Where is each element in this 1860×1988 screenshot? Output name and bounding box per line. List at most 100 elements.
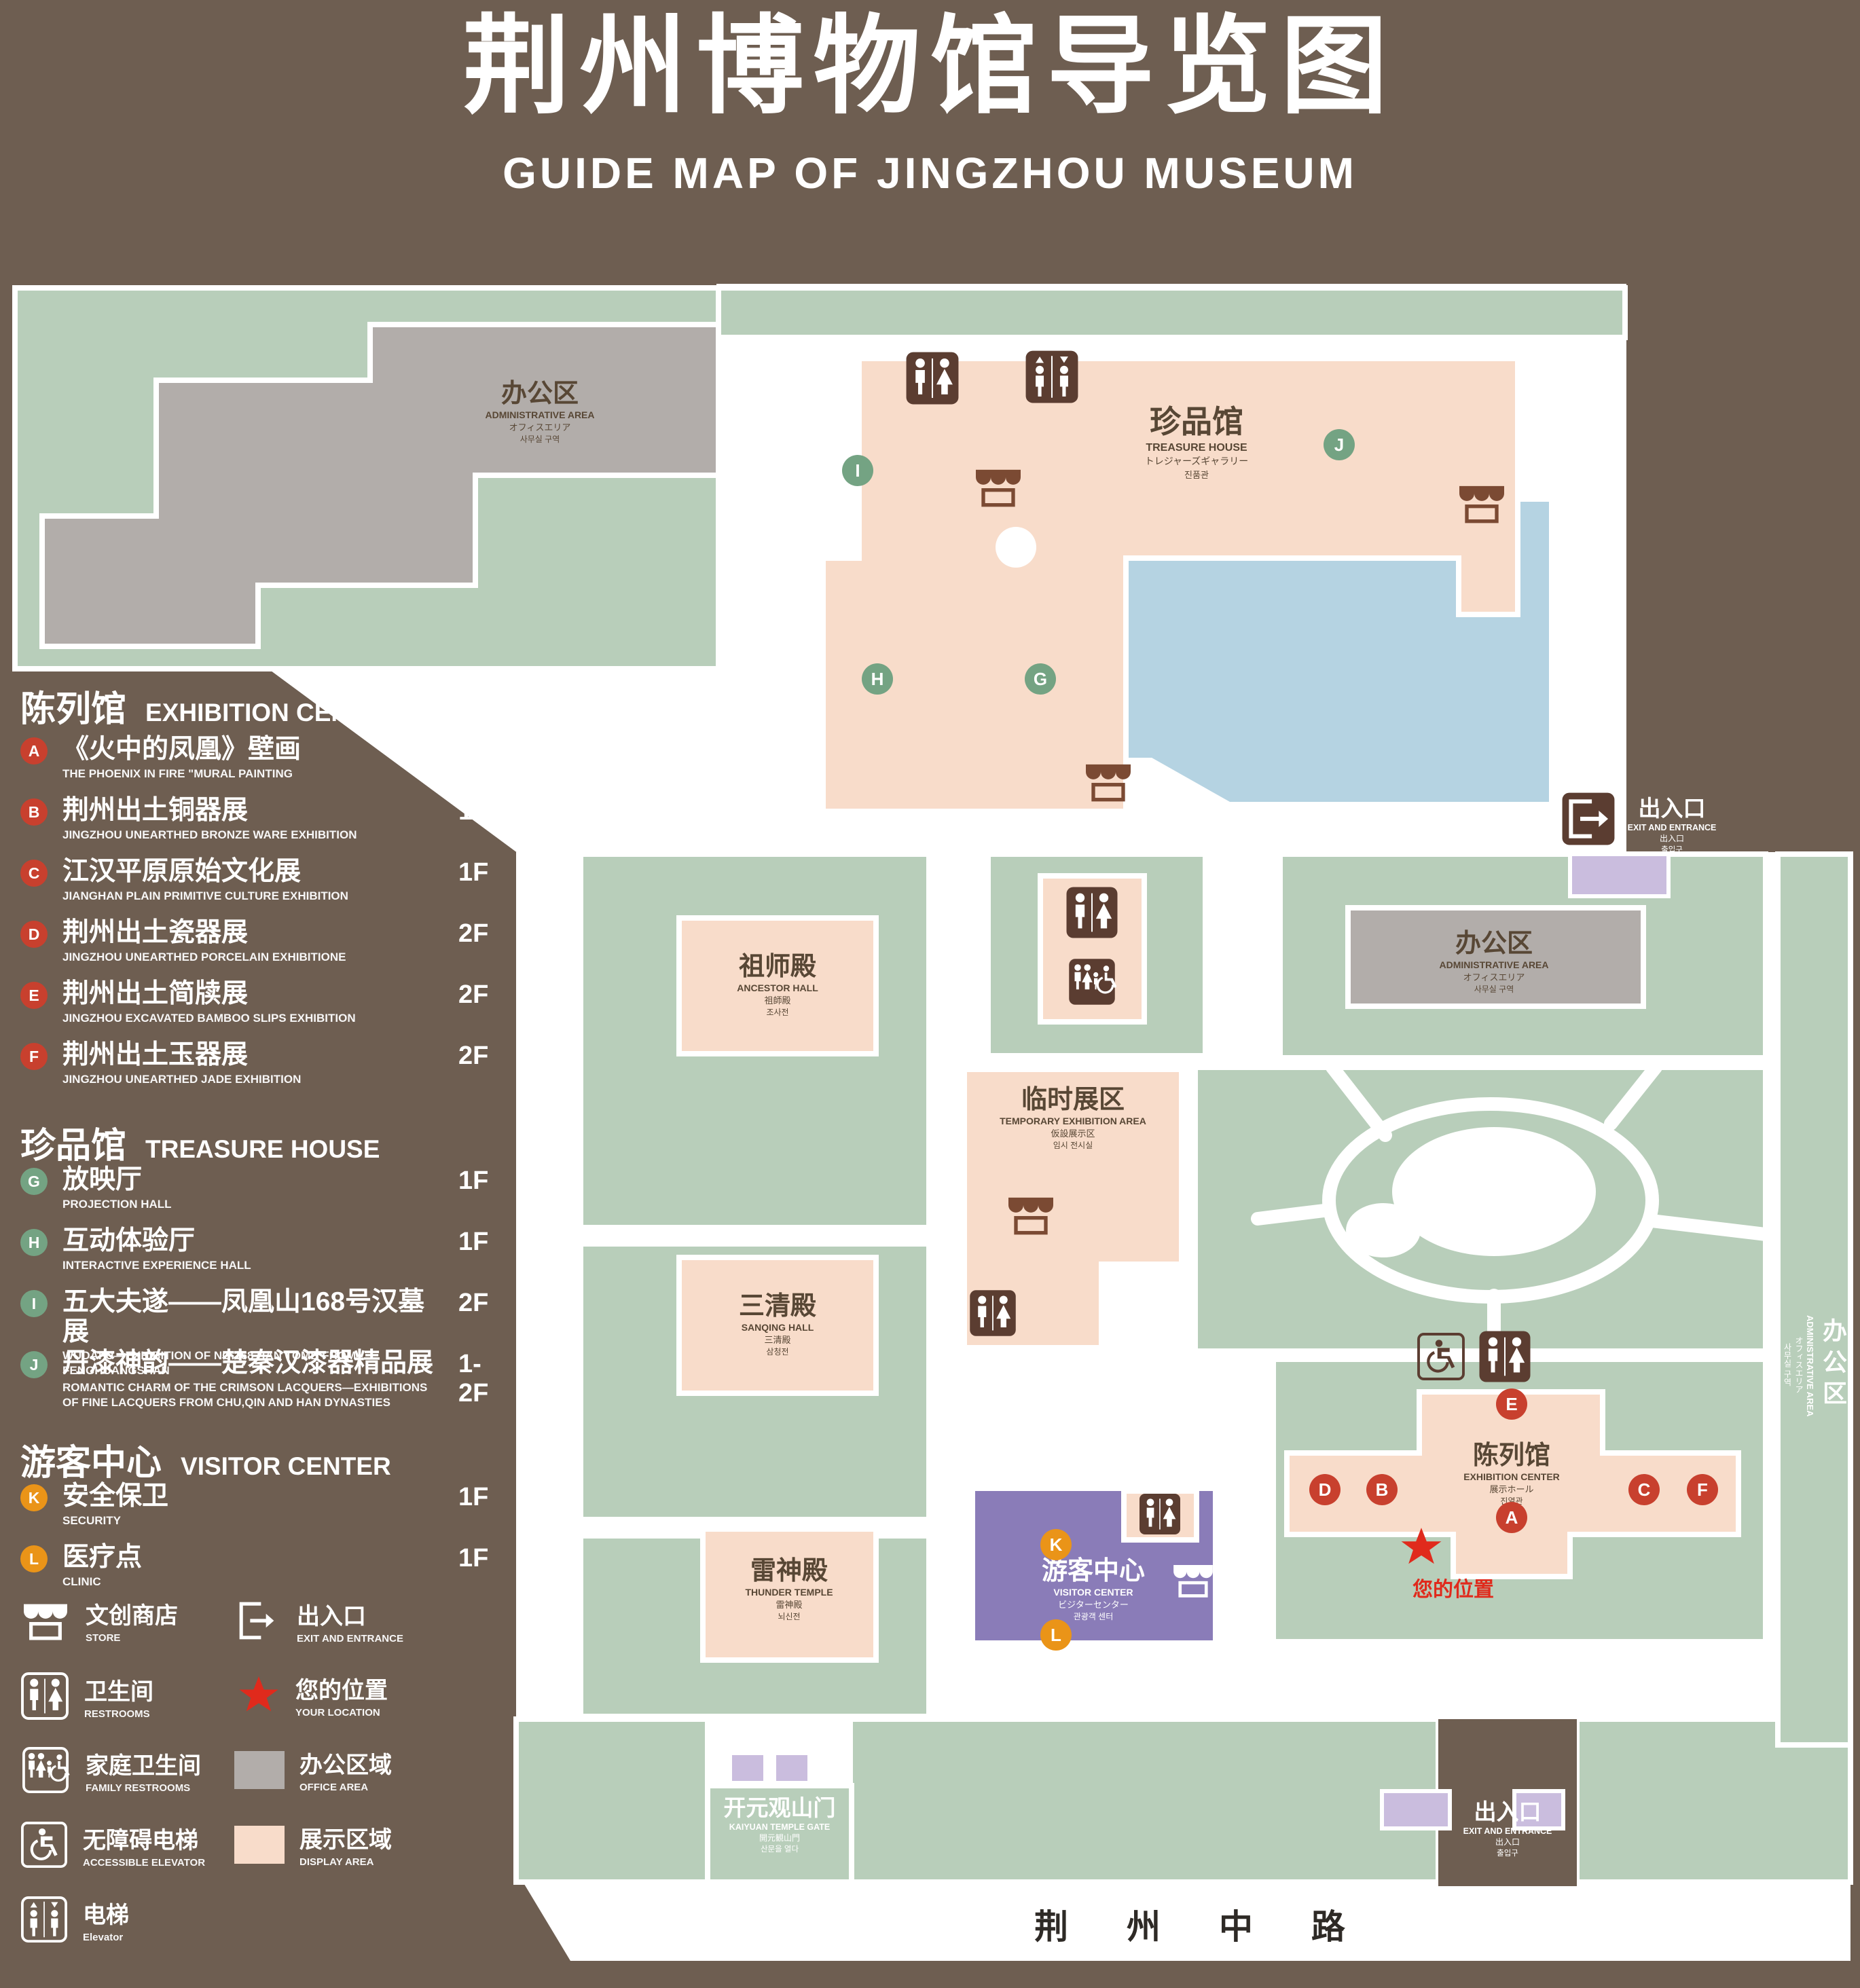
family-restroom-icon <box>20 1746 71 1794</box>
marker-badge-G: G <box>20 1168 48 1195</box>
legend-symbol-display-area: 展示区域 DISPLAY AREA <box>234 1821 392 1868</box>
store-icon <box>1456 481 1508 526</box>
gate-block-east-exit <box>1568 852 1671 898</box>
label-visitor-center: 游客中心 VISITOR CENTER ビジターセンター 관광객 센터 <box>1041 1557 1146 1621</box>
path-northwest <box>268 669 737 857</box>
legend-item-C: C 江汉平原原始文化展 JIANGHAN PLAIN PRIMITIVE CUL… <box>20 857 506 904</box>
elevator-icon <box>20 1896 68 1943</box>
green-block-south-mid <box>847 1716 1441 1885</box>
poster-title: 荆州博物馆导览图 <box>462 7 1398 126</box>
store-icon <box>972 464 1024 509</box>
label-treasure-house: 珍品馆 TREASURE HOUSE トレジャーズギャラリー 진품관 <box>1144 404 1249 480</box>
label-sanqing-hall: 三清殿 SANQING HALL 三清殿 삼청전 <box>738 1292 817 1357</box>
poster-subtitle: GUIDE MAP OF JINGZHOU MUSEUM <box>503 149 1357 198</box>
south-exit-block-left <box>1380 1789 1452 1830</box>
exit-icon <box>234 1597 282 1644</box>
legend-item-J: J 丹漆神韵——楚秦汉漆器精品展 ROMANTIC CHARM OF THE C… <box>20 1348 506 1410</box>
pavilion <box>996 527 1036 568</box>
marker-badge-I: I <box>20 1290 48 1317</box>
temporary-exhibition-building <box>962 1067 1184 1350</box>
label-exhibition-center: 陈列馆 EXHIBITION CENTER 展示ホール 진열관 <box>1463 1441 1560 1506</box>
legend-item-H: H 互动体验厅 INTERACTIVE EXPERIENCE HALL 1F <box>20 1226 506 1273</box>
map-marker-F: F <box>1687 1474 1718 1505</box>
legend-item-K: K 安全保卫 SECURITY 1F <box>20 1481 506 1528</box>
exhibition-center-building <box>1284 1389 1741 1579</box>
legend-item-A: A 《火中的凤凰》壁画 THE PHOENIX IN FIRE "MURAL P… <box>20 735 506 781</box>
label-kaiyuan-gate: 开元观山门 KAIYUAN TEMPLE GATE 開元観山門 산문을 열다 <box>723 1795 836 1854</box>
map-marker-I: I <box>842 455 873 486</box>
legend-symbol-exit: 出入口 EXIT AND ENTRANCE <box>234 1597 403 1644</box>
garden-path-3 <box>1251 1203 1336 1226</box>
ancestor-hall-building <box>676 915 879 1056</box>
floor-label: 1F <box>458 736 489 765</box>
legend-symbol-office-area: 办公区域 OFFICE AREA <box>234 1746 392 1793</box>
restrooms-icon <box>1478 1329 1532 1384</box>
map-marker-J: J <box>1324 429 1355 460</box>
map-marker-H: H <box>862 663 893 695</box>
store-icon <box>1005 1192 1057 1237</box>
south-exit-block-right <box>1512 1789 1565 1830</box>
floor-label: 2F <box>458 1289 489 1317</box>
map-marker-L: L <box>1040 1619 1072 1651</box>
marker-badge-B: B <box>20 798 48 826</box>
floor-label: 1-2F <box>458 1350 489 1407</box>
label-thunder-temple: 雷神殿 THUNDER TEMPLE 雷神殿 뇌신전 <box>745 1557 833 1621</box>
label-admin-northwest: 办公区 ADMINISTRATIVE AREA オフィスエリア 사무실 구역 <box>485 380 595 444</box>
marker-badge-K: K <box>20 1484 48 1511</box>
green-block-gate <box>705 1783 854 1885</box>
legend-section-visitor-center: 游客中心 VISITOR CENTER <box>20 1443 391 1483</box>
store-icon <box>1082 759 1134 804</box>
accessible-elevator-icon <box>20 1821 68 1869</box>
exit-icon <box>1561 791 1616 847</box>
legend-item-I: I 五大夫遂——凤凰山168号汉墓展 WUDAFU—EXHIBITION OF … <box>20 1287 506 1379</box>
marker-badge-A: A <box>20 737 48 765</box>
legend-symbol-store: 文创商店 STORE <box>20 1597 178 1644</box>
restrooms-icon <box>1065 885 1119 940</box>
family-restroom-icon <box>1068 957 1116 1006</box>
marker-badge-C: C <box>20 860 48 887</box>
garden-pond <box>1392 1127 1596 1256</box>
map-marker-C: C <box>1628 1474 1660 1505</box>
restrooms-icon <box>1138 1492 1182 1536</box>
legend-item-F: F 荆州出土玉器展 JINGZHOU UNEARTHED JADE EXHIBI… <box>20 1040 506 1087</box>
legend-item-G: G 放映厅 PROJECTION HALL 1F <box>20 1165 506 1212</box>
thunder-temple-building <box>700 1526 879 1663</box>
label-temporary-exhibition: 临时展区 TEMPORARY EXHIBITION AREA 仮設展示区 임시 … <box>1000 1086 1146 1150</box>
garden-pond-small <box>1346 1203 1421 1257</box>
floor-label: 1F <box>458 1483 489 1511</box>
garden-path-4 <box>1645 1214 1772 1241</box>
floor-label: 1F <box>458 1166 489 1195</box>
accessible-elevator-icon <box>1417 1332 1465 1381</box>
marker-badge-L: L <box>20 1545 48 1572</box>
floor-label: 2F <box>458 919 489 948</box>
admin-building-mid <box>1345 905 1646 1009</box>
display-area-swatch <box>234 1825 285 1864</box>
label-exit-south: 出入口 EXIT AND ENTRANCE 出入口 출입구 <box>1463 1799 1552 1858</box>
legend-item-D: D 荆州出土瓷器展 JINGZHOU UNEARTHED PORCELAIN E… <box>20 918 506 965</box>
legend-symbol-your-location: 您的位置 YOUR LOCATION <box>234 1672 388 1718</box>
floor-label: 1F <box>458 1228 489 1256</box>
legend-item-B: B 荆州出土铜器展 JINGZHOU UNEARTHED BRONZE WARE… <box>20 796 506 843</box>
floor-label: 2F <box>458 980 489 1009</box>
marker-badge-E: E <box>20 982 48 1009</box>
map-marker-B: B <box>1366 1474 1398 1505</box>
restrooms-icon <box>905 350 960 406</box>
green-block-south-left <box>513 1716 710 1885</box>
label-admin-mid: 办公区 ADMINISTRATIVE AREA オフィスエリア 사무실 구역 <box>1439 929 1549 994</box>
garden-path-2 <box>1604 1061 1662 1130</box>
marker-badge-D: D <box>20 921 48 948</box>
label-admin-east-strip: 办公区 ADMINISTRATIVE AREA オフィスエリア 사무실 구역 <box>1783 1315 1847 1417</box>
green-block-admin-mid <box>1277 851 1768 1061</box>
legend-item-L: L 医疗点 CLINIC 1F <box>20 1543 506 1589</box>
map-marker-K: K <box>1040 1529 1072 1560</box>
sanqing-hall-building <box>676 1255 879 1396</box>
marker-badge-F: F <box>20 1043 48 1070</box>
your-location-text: 您的位置 <box>1412 1579 1494 1601</box>
map-marker-D: D <box>1309 1474 1341 1505</box>
elevator-icon <box>1024 349 1080 405</box>
marker-badge-J: J <box>20 1351 48 1378</box>
marker-badge-H: H <box>20 1229 48 1256</box>
your-location-star-icon <box>237 1674 280 1717</box>
gate-pillar-left <box>728 1751 767 1785</box>
